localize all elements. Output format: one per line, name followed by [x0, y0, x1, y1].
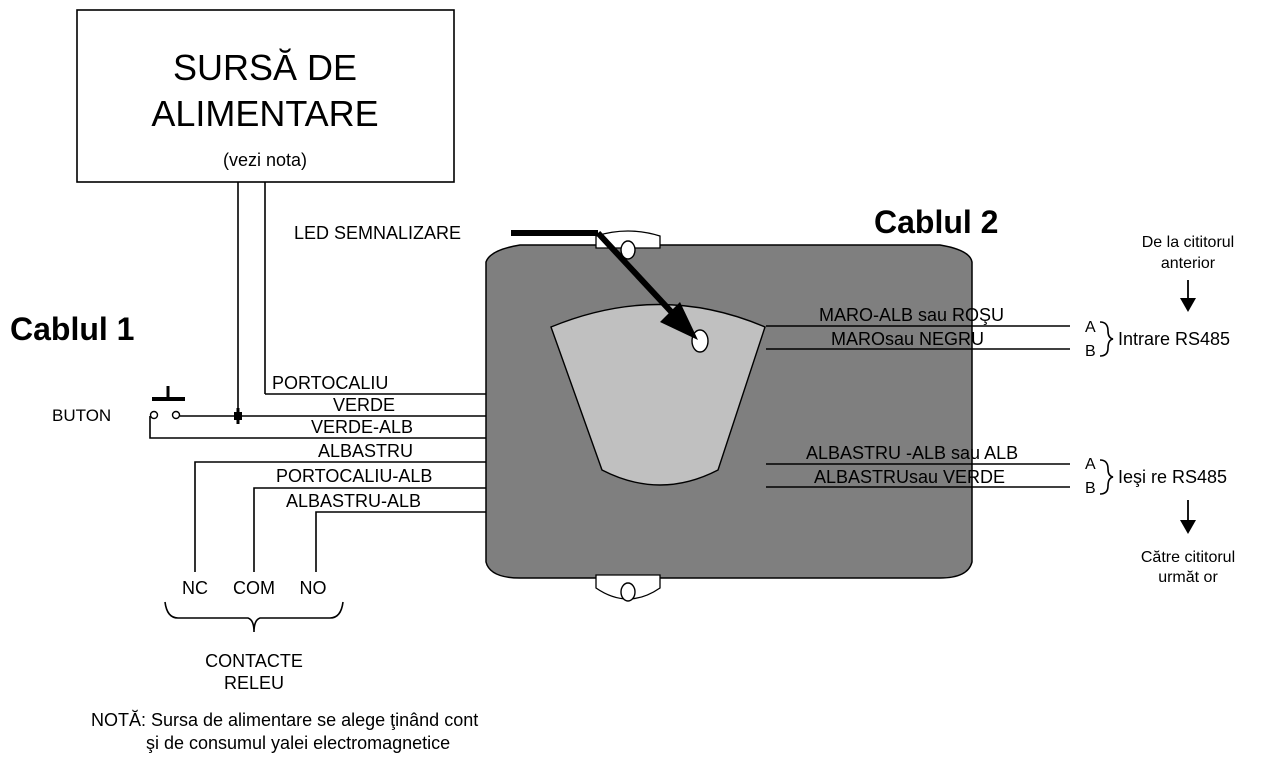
reader-device	[485, 230, 973, 602]
cable2-output-wire-a: ALBASTRU -ALB sau ALB	[806, 443, 1018, 463]
input-a: A	[1085, 319, 1096, 336]
top-screw-hole-icon	[620, 240, 636, 260]
output-target-line2: următ or	[1158, 569, 1218, 586]
input-source-line2: anterior	[1161, 255, 1216, 272]
reader-window	[550, 303, 766, 486]
cable2-output-wire-b: ALBASTRUsau VERDE	[814, 467, 1005, 487]
wire-albastru	[194, 461, 486, 572]
power-supply-title-line1: SURSĂ DE	[173, 47, 357, 88]
cable2-input-wire-b: MAROsau NEGRU	[831, 329, 984, 349]
input-b: B	[1085, 343, 1096, 360]
wire-portocaliu-alb	[253, 487, 486, 572]
button-contact-icon	[171, 410, 181, 420]
note-line1: NOTĂ: Sursa de alimentare se alege ţinân…	[91, 710, 478, 730]
output-target-line1: Către cititorul	[1141, 549, 1235, 566]
led-arrow-shaft	[595, 230, 680, 321]
button-contact-icon	[149, 410, 159, 420]
wire-albastru-alb	[315, 511, 486, 572]
cable2-title: Cablul 2	[874, 204, 998, 240]
input-brace	[1099, 321, 1114, 357]
cable1-title: Cablul 1	[10, 311, 134, 347]
led-icon	[691, 329, 709, 353]
led-arrow-head-icon	[660, 302, 698, 340]
input-source-line1: De la cititorul	[1142, 234, 1234, 251]
contacts-caption-1: CONTACTE	[205, 651, 303, 671]
output-a: A	[1085, 456, 1096, 473]
cable1-wire-verde-alb: VERDE-ALB	[311, 417, 413, 437]
contacts-caption-2: RELEU	[224, 673, 284, 693]
led-label: LED SEMNALIZARE	[294, 223, 461, 243]
output-rs485-label: Ieşi re RS485	[1118, 467, 1227, 487]
input-rs485-label: Intrare RS485	[1118, 329, 1230, 349]
output-b: B	[1085, 480, 1096, 497]
cable1-wire-portocaliu-alb: PORTOCALIU-ALB	[276, 466, 432, 486]
note-line2: şi de consumul yalei electromagnetice	[146, 733, 450, 753]
power-supply-note-ref: (vezi nota)	[223, 150, 307, 170]
cable2-input-wire-a: MARO-ALB sau ROŞU	[819, 305, 1004, 325]
wire-verde-alb	[149, 416, 486, 439]
power-supply-box	[76, 9, 455, 183]
cable1-wire-albastru-alb: ALBASTRU-ALB	[286, 491, 421, 511]
cable1-wire-portocaliu: PORTOCALIU	[272, 373, 388, 393]
power-supply-title-line2: ALIMENTARE	[151, 93, 378, 134]
button-label: BUTON	[52, 406, 111, 425]
contact-nc: NC	[182, 578, 208, 598]
contacts-brace	[164, 601, 344, 633]
output-brace	[1099, 459, 1114, 495]
bottom-screw-hole-icon	[620, 582, 636, 602]
output-arrow-down-icon	[1180, 520, 1196, 534]
contact-no: NO	[300, 578, 327, 598]
cable1-wire-albastru: ALBASTRU	[318, 441, 413, 461]
contact-com: COM	[233, 578, 275, 598]
cable1-wire-verde: VERDE	[333, 395, 395, 415]
input-arrow-down-icon	[1180, 298, 1196, 312]
